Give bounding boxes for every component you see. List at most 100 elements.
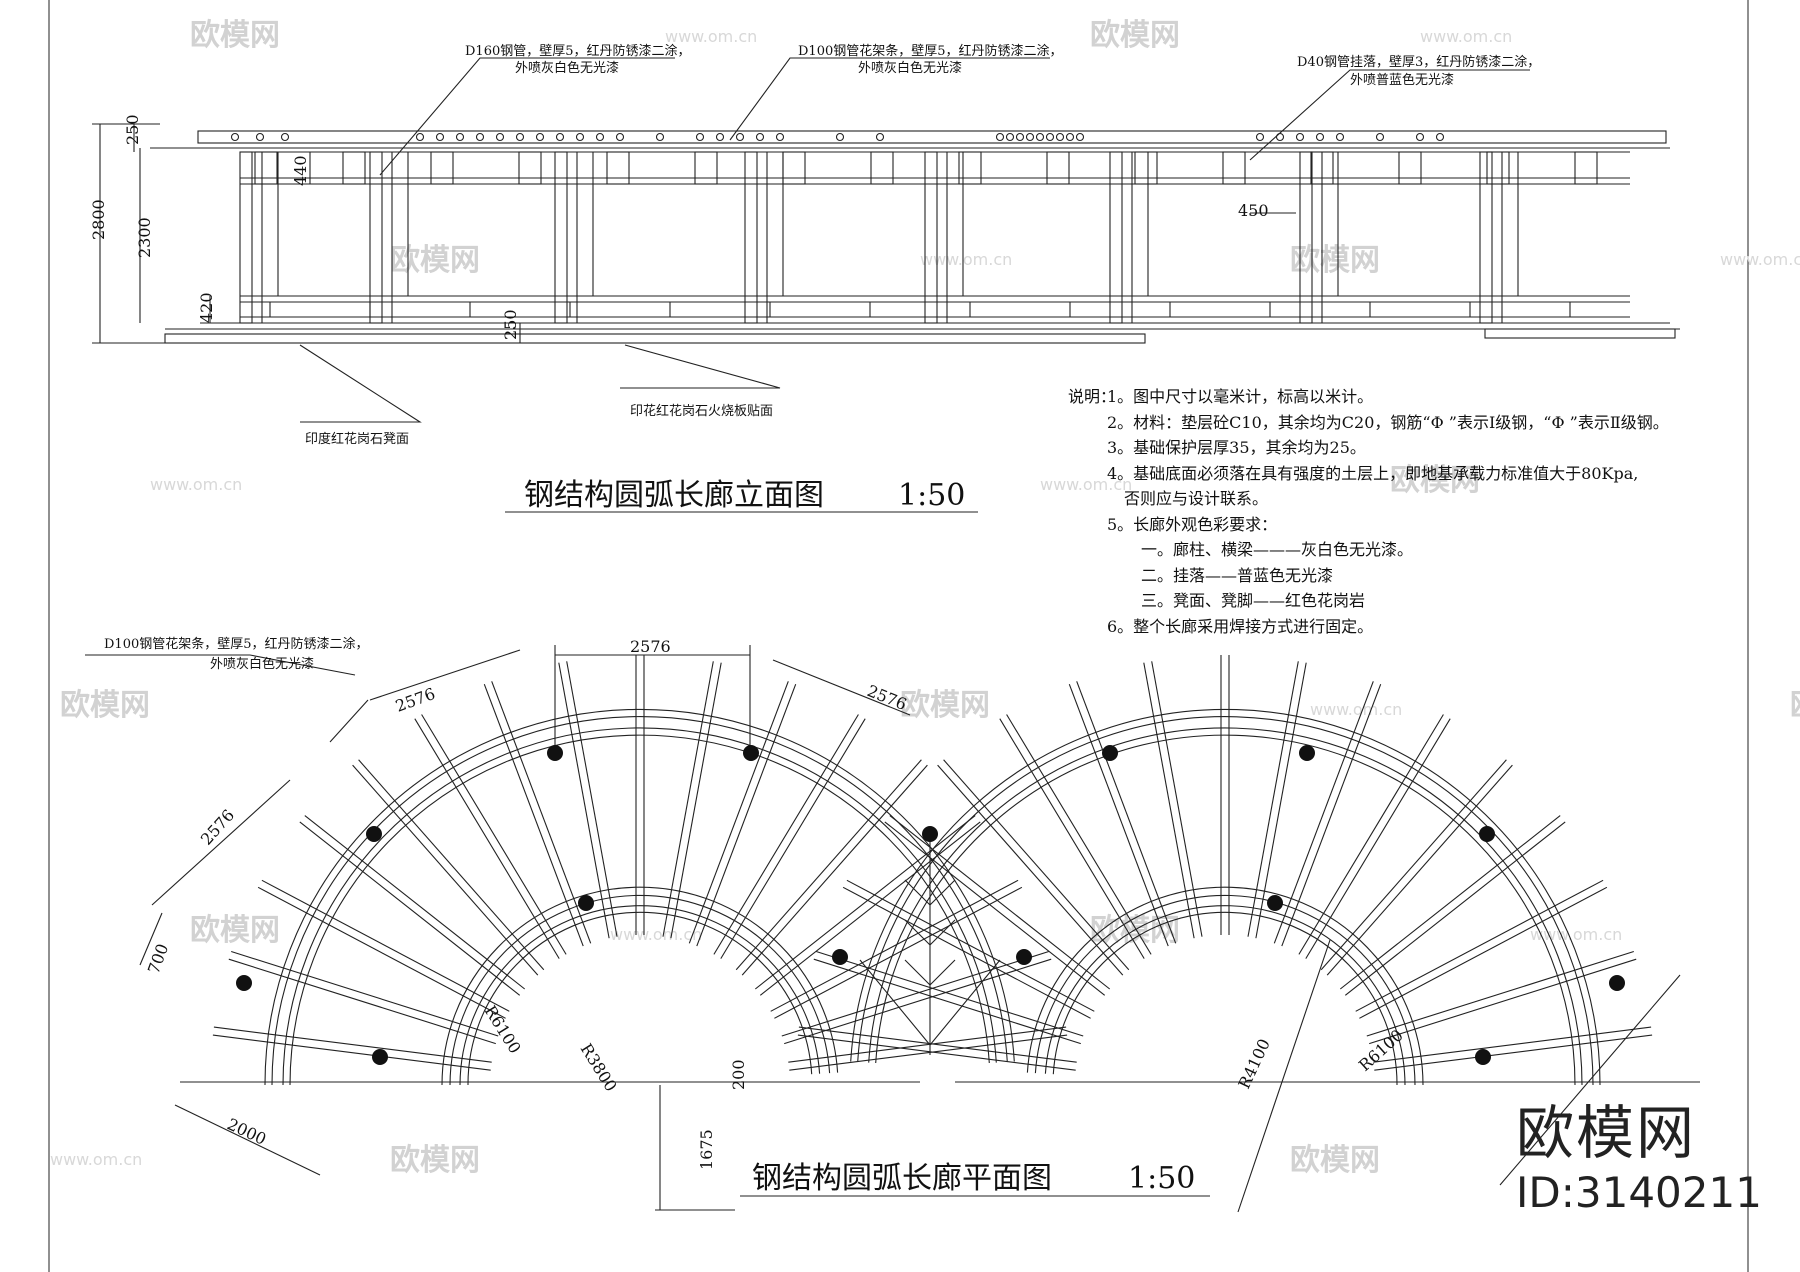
plan-rafter-left-11-a: [720, 718, 866, 959]
plan-rafter-left-14-b: [770, 879, 1019, 1012]
elevation-column-7: [1479, 151, 1493, 324]
watermark-url-4: www.om.cn: [1310, 700, 1402, 719]
plan-arc-right-7: [1052, 911, 1398, 1086]
plan-arc-right-1: [857, 716, 1594, 1086]
note-item-5b: 二。挂落——普蓝色无光漆: [1141, 565, 1334, 585]
elevation-lattice-box-0: [254, 151, 278, 185]
elevation-pipe-end-22: [995, 132, 1005, 142]
brand-logo: 欧模网: [1516, 1099, 1697, 1167]
elevation-lattice-box-3: [518, 151, 542, 185]
plan-rafter-right-4-a: [943, 759, 1130, 971]
design-notes: 说明： 1。图中尺寸以毫米计，标高以米计。 2。材料：垫层砼C10，其余均为C2…: [1068, 384, 1788, 639]
plan-rafter-right-12-a: [1326, 764, 1513, 976]
plan-rafter-left-15-a: [784, 958, 1052, 1045]
plan-rafter-left-1-b: [228, 958, 496, 1045]
watermark-brand-2: 欧模网: [390, 243, 480, 278]
plan-labels: D100钢管花架条，壁厚5，红丹防锈漆二涂， 外喷灰白色无光漆 2576 257…: [104, 636, 1407, 1197]
plan-rafter-right-4-b: [937, 764, 1124, 976]
callout-bench: 印度红花岗石凳面: [305, 431, 409, 447]
elevation-pipe-end-24: [1015, 132, 1025, 142]
plan-rafter-left-5-b: [414, 718, 560, 959]
elevation-pipe-end-16: [715, 132, 725, 142]
plan-callout-line2: 外喷灰白色无光漆: [210, 656, 314, 672]
plan-dim-gap: 200: [729, 1059, 748, 1090]
watermark-url-5: www.om.cn: [610, 925, 702, 944]
elevation-pipe-end-1: [255, 132, 265, 142]
elevation-pipe-end-14: [655, 132, 665, 142]
plan-rafter-right-15-b: [1366, 950, 1634, 1037]
plan-rafter-left-16-a: [789, 1034, 1068, 1071]
plan-rafter-right-0-b: [797, 1034, 1076, 1071]
watermark-brand-7: 欧模网: [190, 913, 280, 948]
plan-rafter-left-13-a: [759, 821, 981, 996]
elevation-lattice-box-10: [1134, 151, 1158, 185]
elevation-lattice-box-2: [430, 151, 454, 185]
plan-rafter-right-5-a: [1006, 714, 1152, 955]
elevation-pipe-end-27: [1045, 132, 1055, 142]
plan-rafter-right-2-a: [846, 879, 1095, 1012]
elevation-column-0: [239, 151, 253, 324]
plan-dim-r-inner-left: R3800: [577, 1040, 621, 1095]
plan-rafter-left-7-b: [558, 662, 610, 939]
plan-arc-left-4: [441, 886, 839, 1086]
elevation-column-6: [1299, 151, 1313, 324]
plan-rafter-left-2-b: [257, 886, 506, 1019]
plan-arc-left-7: [467, 911, 813, 1086]
plan-rafter-right-0-a: [798, 1026, 1077, 1063]
elevation-pipe-end-10: [555, 132, 565, 142]
elevation-pipe-end-23: [1005, 132, 1015, 142]
note-item-4-cont: 否则应与设计联系。: [1124, 489, 1269, 508]
callout-d100-line2: 外喷灰白色无光漆: [858, 60, 962, 76]
watermark-brand-1: 欧模网: [1090, 18, 1180, 53]
note-item-4: 4。基础底面必须落在具有强度的土层上，即地基承载力标准值大于80Kpa,: [1107, 463, 1639, 483]
plan-columns: [236, 745, 1625, 1065]
elevation-column-2: [554, 151, 568, 324]
plan-rafter-left-4-a: [358, 759, 545, 971]
elevation-pipe-end-26: [1035, 132, 1045, 142]
plan-rafter-left-3-b: [299, 821, 521, 996]
plan-rafter-left-0-a: [213, 1026, 492, 1063]
dim-lattice: 440: [291, 155, 310, 186]
plan-rafter-left-13-b: [754, 815, 976, 990]
dim-hanging: 450: [1238, 201, 1269, 220]
plan-column-dot-11: [1016, 949, 1032, 965]
elevation-pipe-end-25: [1025, 132, 1035, 142]
elevation-pipe-end-33: [1295, 132, 1305, 142]
elevation-pipe-end-37: [1415, 132, 1425, 142]
watermark-url-6: www.om.cn: [1530, 925, 1622, 944]
callout-d160-line2: 外喷灰白色无光漆: [515, 60, 619, 76]
elevation-view: [92, 57, 1680, 423]
elevation-lattice-box-1: [342, 151, 366, 185]
plan-rafter-right-9-b: [1247, 661, 1299, 937]
note-item-5c: 三。凳面、凳脚——红色花岗岩: [1141, 591, 1366, 610]
elevation-column-1: [369, 151, 383, 324]
callout-floor: 印花红花岗石火烧板贴面: [630, 403, 773, 419]
elevation-pipe-end-18: [755, 132, 765, 142]
elevation-lattice-box-13: [1398, 151, 1422, 185]
plan-rafter-left-16-b: [788, 1026, 1067, 1063]
plan-rafter-right-10-a: [1281, 684, 1382, 947]
notes-label: 说明：: [1068, 387, 1117, 406]
plan-rafter-right-16-a: [1374, 1034, 1653, 1071]
plan-rafter-right-7-a: [1151, 661, 1203, 937]
plan-rafter-right-6-b: [1068, 684, 1169, 947]
plan-dim-r-outer-left: R6100: [481, 1002, 525, 1057]
elevation-pipe-end-17: [735, 132, 745, 142]
plan-rafter-right-7-b: [1143, 662, 1195, 939]
watermark-layer: 欧模网欧模网欧模网欧模网欧模网欧模网欧模网欧模网欧模网欧模网欧模网欧模网www.…: [50, 18, 1800, 1178]
plan-rafter-right-1-a: [816, 950, 1084, 1037]
dim-base: 250: [501, 309, 520, 340]
plan-rafter-left-15-b: [781, 950, 1049, 1037]
plan-column-dot-2: [743, 745, 759, 761]
elevation-pipe-end-3: [415, 132, 425, 142]
plan-rafter-right-9-a: [1255, 662, 1307, 939]
elevation-pipe-end-19: [775, 132, 785, 142]
plan-arc-left-2: [282, 727, 997, 1086]
dim-top: 250: [123, 114, 142, 145]
plan-column-dot-13: [1609, 975, 1625, 991]
plan-arc-left-5: [449, 894, 831, 1086]
elevation-lattice-box-9: [1046, 151, 1070, 185]
note-row-1: 说明： 1。图中尺寸以毫米计，标高以米计。: [1068, 384, 1788, 410]
plan-rafter-right-5-b: [999, 718, 1145, 959]
